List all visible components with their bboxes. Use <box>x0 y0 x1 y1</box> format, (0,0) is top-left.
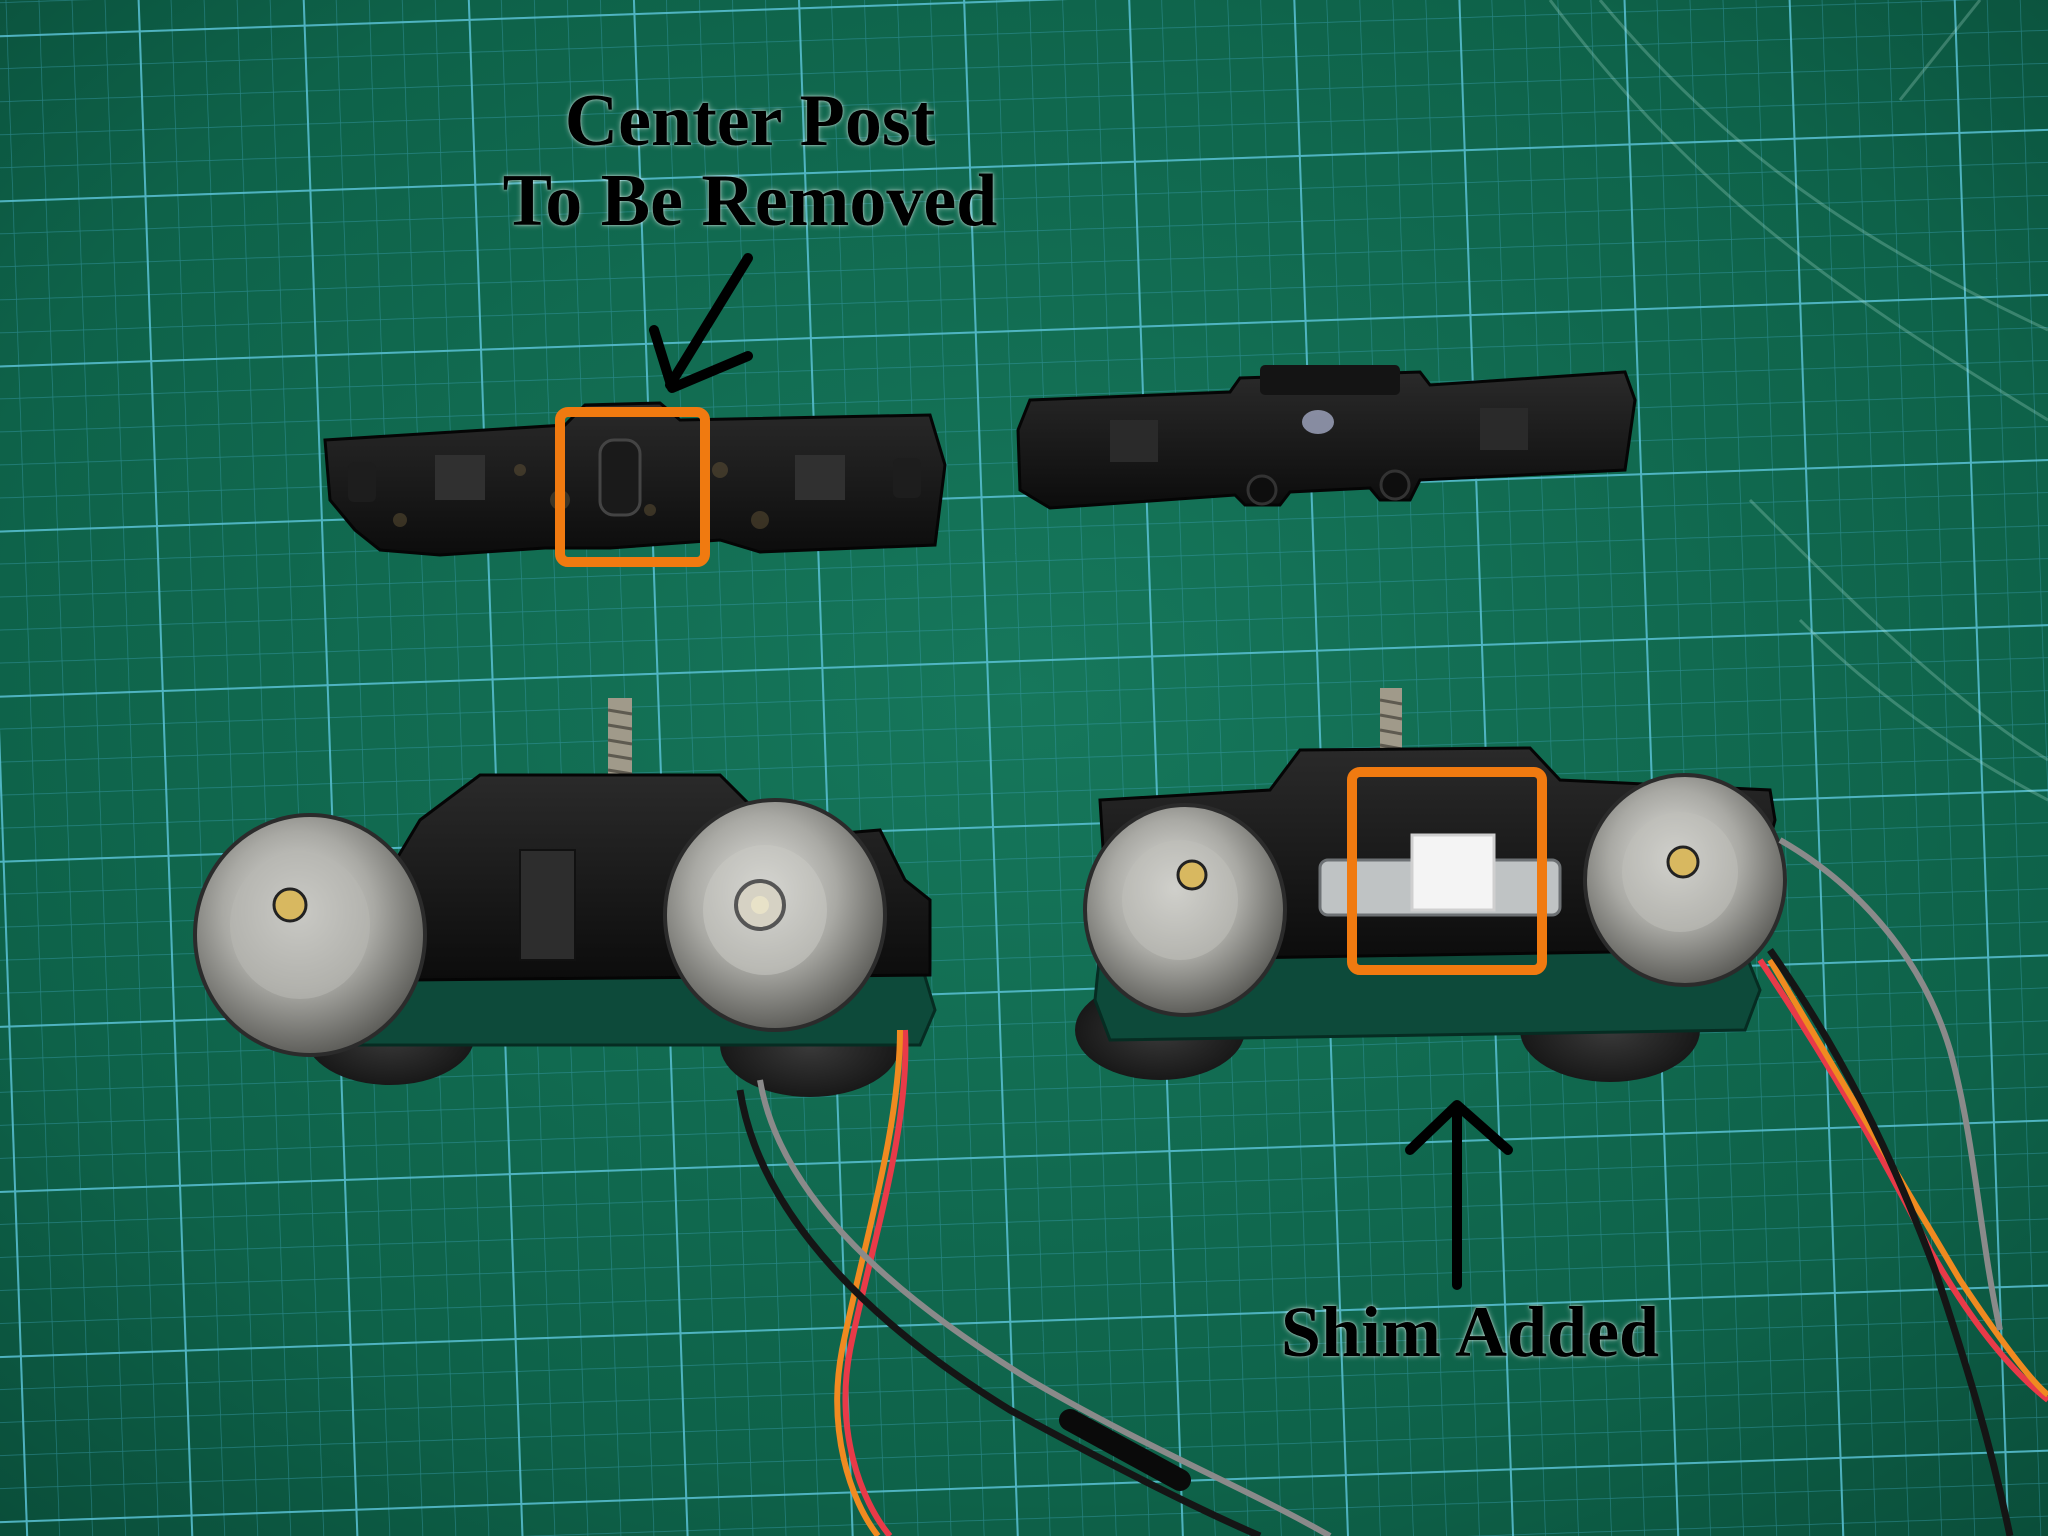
bolster-frame-right <box>1016 365 1637 510</box>
center-post-label-line1: Center Post <box>564 80 936 162</box>
mat-wear-marks <box>1548 0 2048 802</box>
highlight-box-shim <box>1347 767 1547 975</box>
center-post <box>598 438 642 517</box>
shim-added-label: Shim Added <box>1280 1292 1660 1372</box>
arrow-up-icon <box>1405 1100 1513 1290</box>
truck-left <box>193 698 1332 1536</box>
highlight-box-center-post <box>555 407 710 567</box>
truck-right <box>1075 688 2048 1536</box>
center-post-label-line2: To Be Removed <box>502 159 998 242</box>
center-post-label: Center Post To Be Removed <box>440 80 1060 242</box>
bolster-frame-left <box>323 401 947 557</box>
shim <box>1410 833 1496 912</box>
arrow-down-left-icon <box>649 253 753 393</box>
